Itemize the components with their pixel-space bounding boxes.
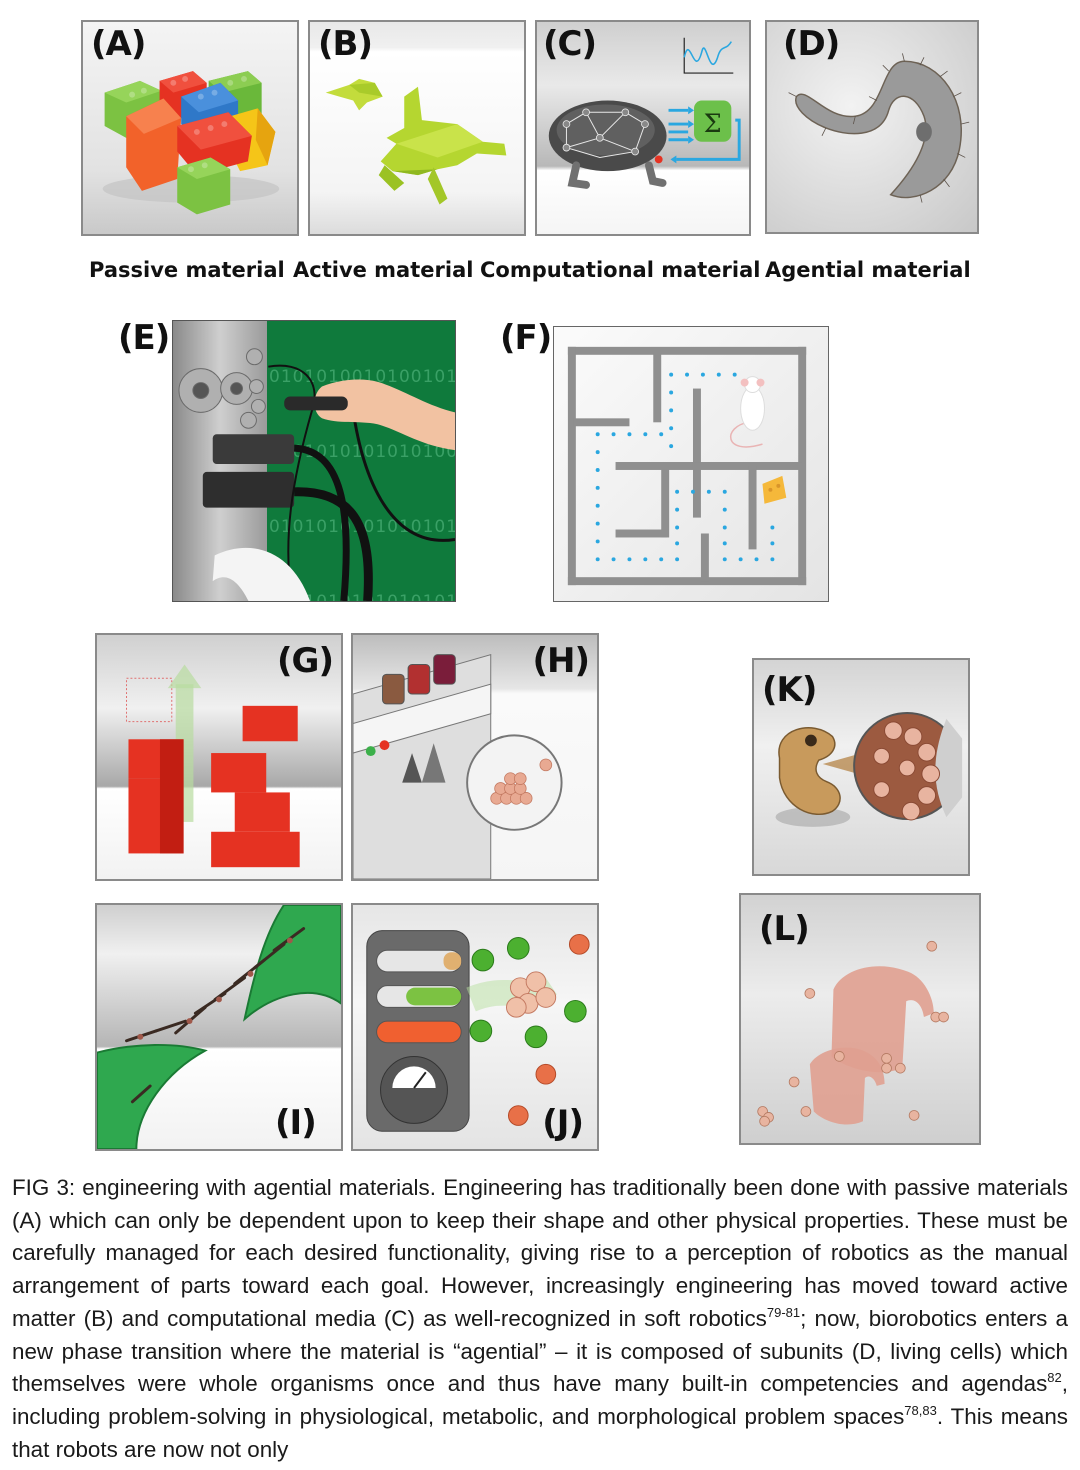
origami-frog-illustration	[325, 78, 507, 205]
panel-b: (B)	[308, 20, 526, 236]
panel-label-j: (J)	[542, 1103, 584, 1143]
maze-walls	[567, 346, 807, 586]
ink-jars	[382, 654, 456, 705]
signal-controller-illustration	[366, 930, 590, 1132]
small-frog	[325, 78, 383, 111]
robot-leg-left	[567, 161, 591, 189]
signal-graph-icon	[683, 37, 734, 74]
citation-superscript: 79-81	[766, 1304, 801, 1320]
brick-tower-right	[211, 705, 300, 868]
cilia	[788, 53, 970, 203]
paper-tape	[212, 547, 311, 601]
panel-d: (D)	[765, 20, 979, 234]
brick-red-front	[177, 112, 252, 176]
panel-label-b: (B)	[318, 24, 373, 64]
ant-bridge-illustration	[97, 905, 341, 1149]
red-button	[379, 740, 390, 751]
caption-paragraph: FIG 3: engineering with agential materia…	[12, 1172, 1068, 1466]
panel-label-l: (L)	[759, 909, 810, 949]
sensor-dot	[654, 155, 663, 164]
caption-text: FIG 3: engineering with agential materia…	[12, 1175, 1068, 1331]
caption-computational-material: Computational material	[480, 258, 761, 282]
citation-superscript: 82	[1047, 1370, 1062, 1386]
panel-f	[553, 326, 829, 602]
caption-active-material: Active material	[293, 258, 474, 282]
panel-label-i: (I)	[275, 1103, 317, 1143]
sigma-icon: Σ	[704, 109, 722, 139]
plug-2	[202, 471, 295, 508]
path-dots	[595, 372, 775, 562]
panel-h: (H)	[351, 633, 599, 881]
caption-agential-material: Agential material	[765, 258, 971, 282]
panel-g: (G)	[95, 633, 343, 881]
panel-label-f: (F)	[500, 318, 552, 358]
connector-plug	[284, 396, 348, 411]
embryo-icon	[778, 727, 841, 816]
cable-machine-illustration	[178, 348, 455, 601]
robot-leg-right	[644, 161, 667, 187]
gauge-icon	[380, 1056, 448, 1124]
circuit-nodes	[562, 108, 649, 156]
tissue-assembly-illustration	[757, 940, 949, 1127]
caption-text: , including problem-solving in physiolog…	[12, 1371, 1068, 1429]
leaf-left	[97, 1043, 208, 1149]
panel-j: (J)	[351, 903, 599, 1151]
brick-orange	[126, 98, 182, 191]
panel-label-c: (C)	[543, 24, 597, 64]
panel-l: (L)	[739, 893, 981, 1145]
caption-text: . This means that robots are now not onl…	[12, 1403, 1068, 1462]
brick-green-front	[177, 157, 231, 215]
computational-robot-illustration: Σ	[548, 37, 741, 189]
panel-a: (A)	[81, 20, 299, 236]
tube-orange	[376, 1020, 462, 1044]
tissue-shape-small	[809, 1047, 885, 1125]
hand-icon	[284, 379, 455, 451]
panel-label-d: (D)	[783, 24, 840, 64]
panel-label-a: (A)	[91, 24, 146, 64]
green-cells	[469, 936, 587, 1049]
plug-1	[212, 434, 295, 464]
sigma-box	[694, 100, 732, 142]
mouse-icon	[730, 376, 765, 448]
figure-caption: FIG 3: engineering with agential materia…	[12, 1172, 1068, 1466]
arrow-icon	[668, 108, 741, 161]
green-button	[365, 746, 376, 757]
panel-c: (C) Σ	[535, 20, 751, 236]
free-cells	[757, 940, 949, 1127]
panel-e: 01010100101001010 01010101010101001 0101…	[172, 320, 456, 602]
brick-stacking-illustration	[126, 664, 300, 868]
tissue-shape-large	[831, 966, 934, 1073]
sockets	[178, 348, 266, 429]
maze-illustration	[567, 346, 807, 586]
citation-superscript: 78,83	[904, 1402, 937, 1418]
panel-label-h: (H)	[532, 641, 590, 681]
panel-label-g: (G)	[277, 641, 334, 681]
protozoa-illustration	[788, 53, 970, 203]
panel-i: (I)	[95, 903, 343, 1151]
caption-text: ; now, biorobotics enters a new phase tr…	[12, 1305, 1068, 1397]
large-frog	[378, 86, 507, 205]
embryo-illustration	[775, 712, 963, 827]
cheese-icon	[762, 475, 787, 504]
bioprinter-illustration	[353, 654, 563, 879]
orange-cells	[507, 934, 590, 1126]
caption-passive-material: Passive material	[89, 258, 285, 282]
brick-pile-illustration	[102, 71, 280, 215]
panel-label-k: (K)	[762, 670, 817, 710]
ghost-brick	[126, 677, 173, 723]
panel-label-e: (E)	[118, 318, 170, 358]
leaf-right	[242, 905, 341, 1022]
panel-k: (K)	[752, 658, 970, 876]
